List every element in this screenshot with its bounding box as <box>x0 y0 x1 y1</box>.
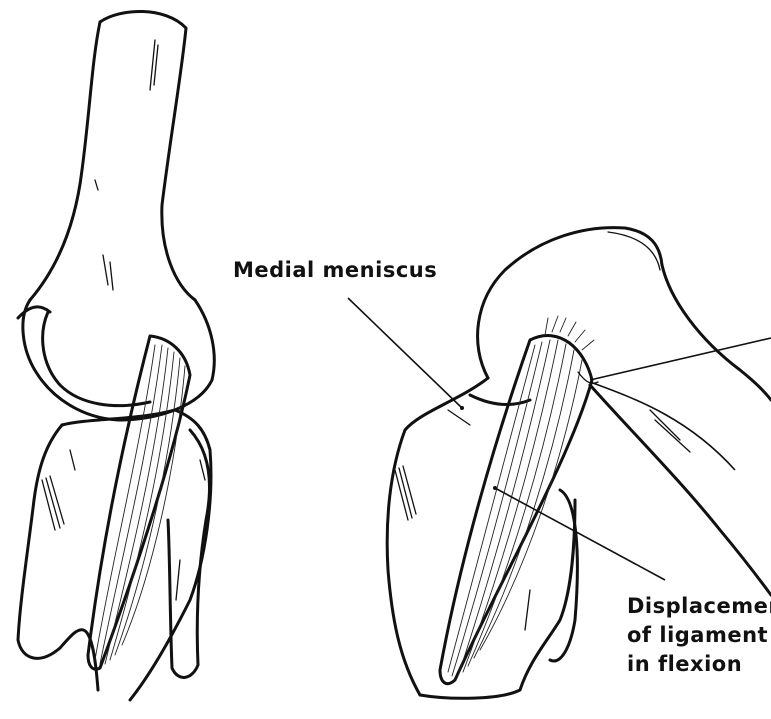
left-femur-shaft <box>100 11 195 300</box>
right-femur-condyle <box>478 228 662 378</box>
right-tibia <box>387 378 488 695</box>
left-femur-shaft-medial <box>30 22 100 300</box>
left-tibia <box>18 425 98 690</box>
label-displacement-line2: of ligament <box>627 621 771 650</box>
label-medial-meniscus: Medial meniscus <box>233 258 437 282</box>
left-condyle-inner <box>43 312 150 406</box>
right-ligament-outline <box>440 336 592 684</box>
right-tibia-fibula <box>550 490 577 661</box>
label-displacement-line3: in flexion <box>627 650 771 679</box>
label-displacement-line1: Displacemen <box>627 592 771 621</box>
leader-medial-meniscus <box>348 298 462 408</box>
right-tibia-anterior <box>420 500 575 698</box>
left-knee-extended <box>18 11 214 700</box>
left-ligament-outline <box>88 336 190 669</box>
right-femur-shaft-bottom <box>590 385 771 595</box>
label-displacement: Displacemen of ligament in flexion <box>627 592 771 679</box>
left-tibia-plateau <box>62 410 210 450</box>
right-femur-shaft-top <box>662 265 771 400</box>
right-femur-rim <box>608 232 660 270</box>
